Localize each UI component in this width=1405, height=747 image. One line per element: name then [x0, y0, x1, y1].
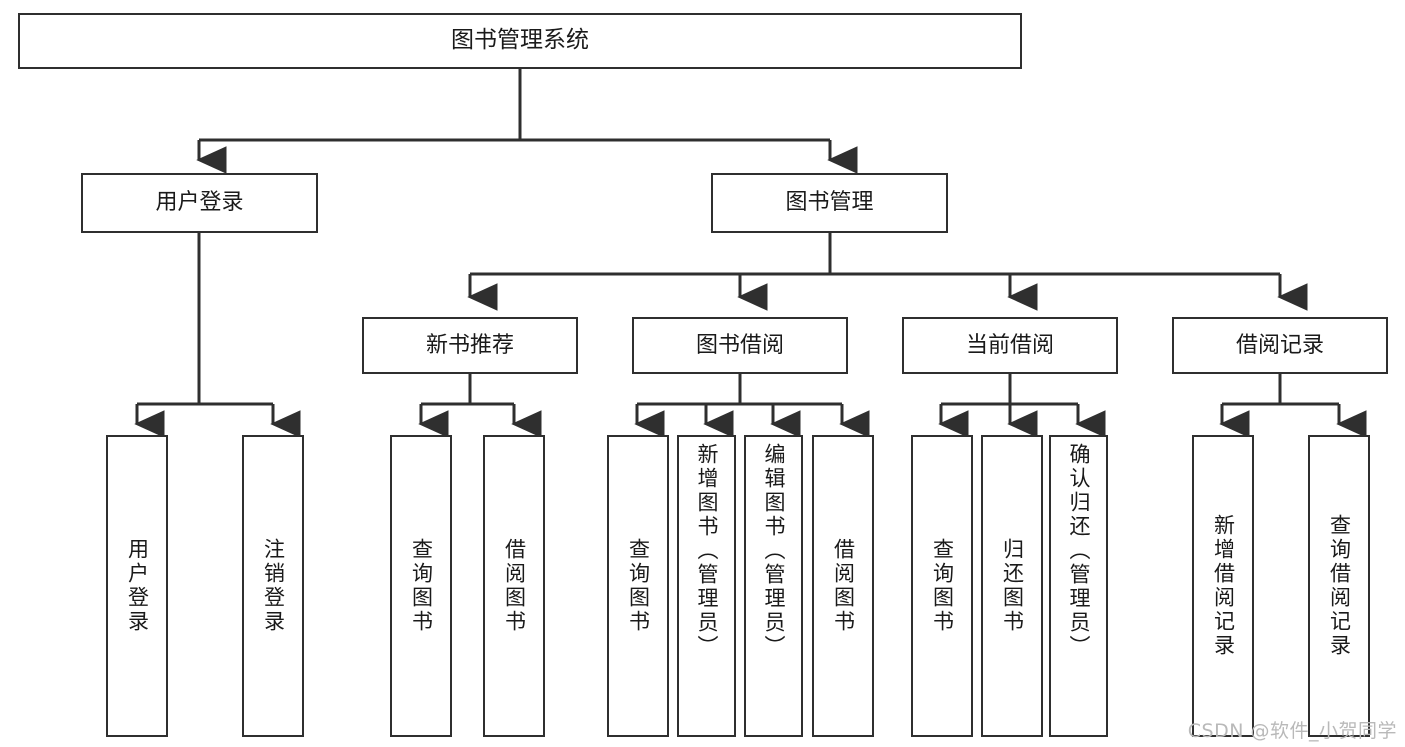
- leaf-query-book-recommend[interactable]: 查询图书: [390, 435, 452, 737]
- leaf-query-book-current[interactable]: 查询图书: [911, 435, 973, 737]
- leaf-query-borrow-record[interactable]: 查询借阅记录: [1308, 435, 1370, 737]
- leaf-borrow-book-label: 借阅图书: [831, 538, 856, 634]
- node-current-borrow[interactable]: 当前借阅: [902, 317, 1118, 374]
- leaf-user-logout-label: 注销登录: [261, 538, 286, 634]
- node-root-label: 图书管理系统: [451, 27, 589, 54]
- node-book-borrow[interactable]: 图书借阅: [632, 317, 848, 374]
- node-book-borrow-label: 图书借阅: [695, 332, 784, 358]
- leaf-query-borrow-record-label: 查询借阅记录: [1327, 514, 1352, 658]
- leaf-add-borrow-record-label: 新增借阅记录: [1211, 514, 1236, 658]
- leaf-return-book-label: 归还图书: [1000, 538, 1025, 634]
- node-book-manage-label: 图书管理: [785, 190, 874, 216]
- leaf-edit-book-admin-label: 编辑图书（管理员）: [762, 443, 786, 659]
- leaf-add-book-admin[interactable]: 新增图书（管理员）: [677, 435, 736, 737]
- leaf-borrow-book-recommend-label: 借阅图书: [502, 538, 527, 634]
- leaf-return-book[interactable]: 归还图书: [981, 435, 1043, 737]
- node-borrow-record[interactable]: 借阅记录: [1172, 317, 1388, 374]
- leaf-query-book-borrow-label: 查询图书: [626, 538, 651, 634]
- node-new-book-recommend[interactable]: 新书推荐: [362, 317, 578, 374]
- leaf-edit-book-admin[interactable]: 编辑图书（管理员）: [744, 435, 803, 737]
- leaf-user-login[interactable]: 用户登录: [106, 435, 168, 737]
- leaf-borrow-book-recommend[interactable]: 借阅图书: [483, 435, 545, 737]
- node-borrow-record-label: 借阅记录: [1235, 332, 1324, 358]
- leaf-query-book-borrow[interactable]: 查询图书: [607, 435, 669, 737]
- node-root[interactable]: 图书管理系统: [18, 13, 1022, 69]
- watermark-text: CSDN @软件_小贺同学: [1187, 720, 1397, 742]
- leaf-user-logout[interactable]: 注销登录: [242, 435, 304, 737]
- leaf-user-login-label: 用户登录: [125, 538, 150, 634]
- leaf-borrow-book[interactable]: 借阅图书: [812, 435, 874, 737]
- leaf-confirm-return-admin[interactable]: 确认归还（管理员）: [1049, 435, 1108, 737]
- leaf-confirm-return-admin-label: 确认归还（管理员）: [1067, 443, 1091, 659]
- node-new-book-recommend-label: 新书推荐: [425, 332, 514, 358]
- leaf-add-borrow-record[interactable]: 新增借阅记录: [1192, 435, 1254, 737]
- node-user-login-label: 用户登录: [155, 190, 244, 216]
- leaf-query-book-current-label: 查询图书: [930, 538, 955, 634]
- leaf-query-book-recommend-label: 查询图书: [409, 538, 434, 634]
- leaf-add-book-admin-label: 新增图书（管理员）: [695, 443, 719, 659]
- node-user-login[interactable]: 用户登录: [81, 173, 318, 233]
- node-current-borrow-label: 当前借阅: [965, 332, 1054, 358]
- node-book-manage[interactable]: 图书管理: [711, 173, 948, 233]
